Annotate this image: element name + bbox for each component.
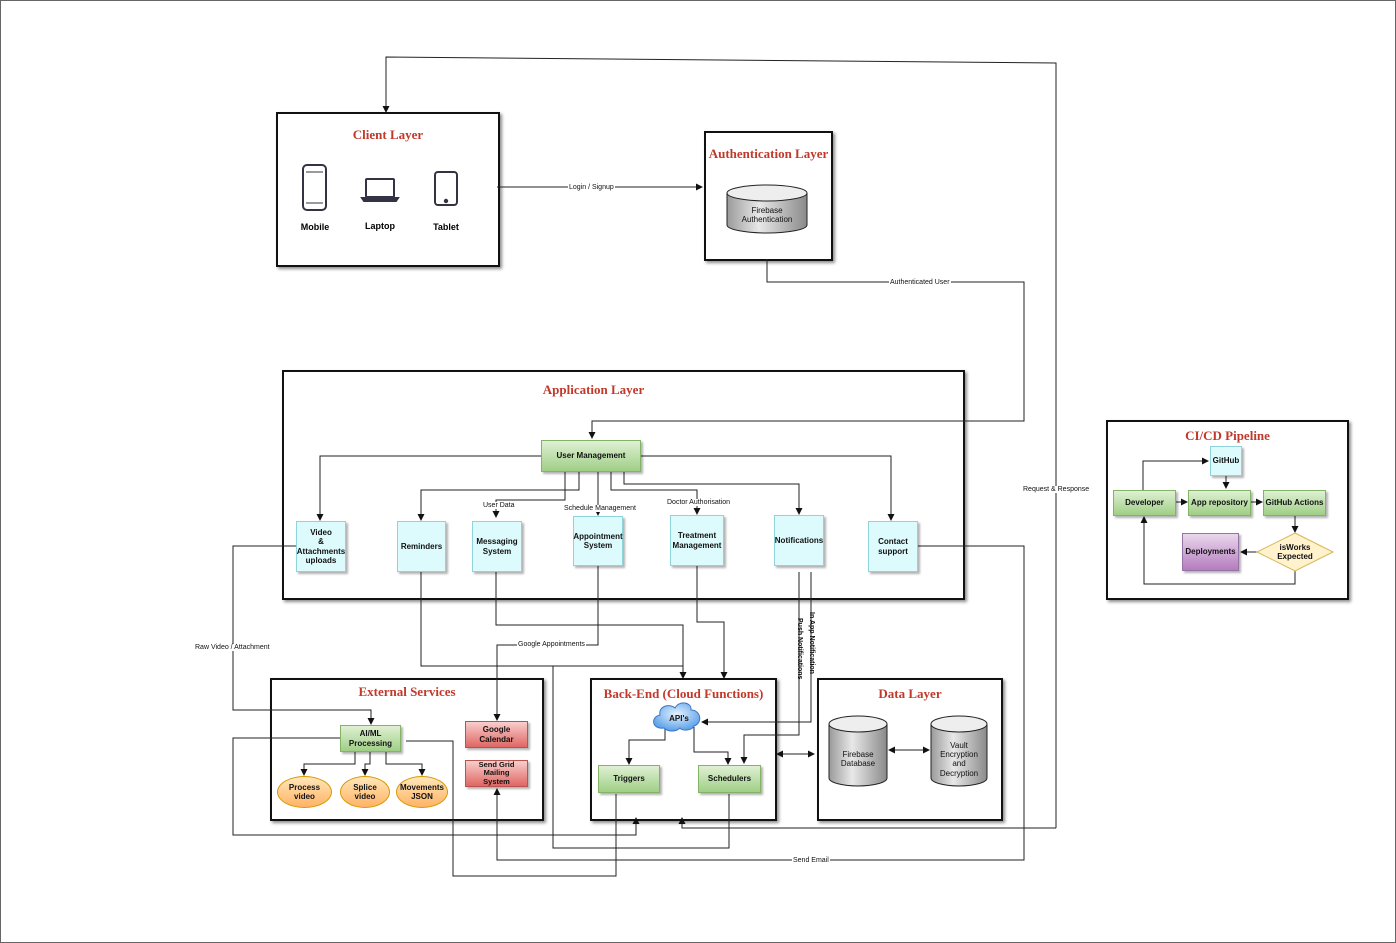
edge-ai-process [300, 752, 356, 776]
splice-video-node[interactable]: Splice video [340, 776, 390, 808]
api-cloud-icon [653, 702, 701, 732]
application-layer-title: Application Layer [542, 382, 645, 397]
edge-request-response-top [382, 56, 1057, 828]
notifications-node[interactable]: Notifications [774, 515, 824, 566]
edge-label-schedule-management: Schedule Management [563, 505, 637, 512]
messaging-system-node[interactable]: Messaging System [472, 521, 522, 572]
edge-ai-splice [361, 752, 371, 776]
device-label-tablet: Tablet [433, 222, 459, 232]
edge-schedulers-loop [552, 666, 730, 849]
movements-json-node[interactable]: Movements JSON [396, 776, 448, 808]
schedulers-node[interactable]: Schedulers [698, 765, 761, 793]
vault-cylinder [930, 715, 988, 787]
user-management-node[interactable]: User Management [541, 440, 641, 472]
edge-label-google-appointments: Google Appointments [517, 641, 586, 648]
edge-triggers-ai [406, 740, 617, 877]
edge-raw-video [232, 545, 375, 725]
firebase-auth-cylinder [726, 184, 808, 234]
device-label-mobile: Mobile [300, 222, 330, 232]
data-layer-title: Data Layer [878, 686, 942, 701]
backend-layer-title: Back-End (Cloud Functions) [603, 686, 764, 701]
edge-messaging-backend [495, 572, 684, 666]
appointment-system-node[interactable]: Appointment System [573, 516, 623, 566]
edge-um-contact [641, 455, 895, 521]
process-video-node[interactable]: Process video [277, 776, 332, 808]
triggers-node[interactable]: Triggers [598, 765, 660, 793]
edge-um-video [316, 455, 542, 521]
firebase-database-cylinder [828, 715, 888, 787]
apis-node[interactable]: API's [669, 714, 689, 724]
github-node[interactable]: GitHub [1210, 446, 1242, 476]
edge-reminders-backend [420, 572, 687, 679]
auth-layer-title: Authentication Layer [708, 146, 829, 161]
edge-in-app-notification [701, 572, 812, 726]
treatment-management-node[interactable]: Treatment Management [670, 515, 724, 566]
edge-push-notifications [740, 572, 800, 764]
backend-layer: Back-End (Cloud Functions) [590, 678, 777, 821]
deployments-node[interactable]: Deployments [1182, 533, 1239, 571]
edge-api-schedulers [693, 727, 732, 765]
edge-label-doctor-authorisation: Doctor Authorisation [666, 499, 732, 506]
edge-label-user-data: User Data [482, 502, 516, 509]
developer-node[interactable]: Developer [1113, 490, 1176, 516]
edge-ai-movements [385, 752, 426, 776]
is-works-expected-label: isWorks Expected [1277, 542, 1313, 561]
external-services-title: External Services [358, 684, 456, 699]
edge-label-login: Login / Signup [568, 184, 615, 191]
edge-authenticated-user [588, 259, 1025, 439]
vault-label: Vault Encryption and Decryption [939, 741, 979, 778]
firebase-database-label: Firebase Database [840, 750, 876, 769]
is-works-expected-diamond [1255, 532, 1335, 572]
reminders-node[interactable]: Reminders [397, 521, 446, 572]
edge-send-email [493, 545, 1025, 861]
edge-label-in-app-notification: In App Notification [808, 612, 815, 674]
edge-label-send-email: Send Email [792, 857, 830, 864]
device-label-laptop: Laptop [365, 221, 395, 231]
google-calendar-node[interactable]: Google Calendar [465, 721, 528, 748]
laptop-icon [360, 178, 400, 202]
edge-request-response-bottom [678, 817, 1056, 829]
edge-label-request-response: Request & Response [1022, 486, 1091, 493]
tablet-icon [434, 171, 458, 206]
firebase-auth-label: Firebase Authentication [741, 206, 793, 225]
edge-ai-triggers [232, 737, 640, 836]
cicd-layer-title: CI/CD Pipeline [1185, 428, 1270, 443]
edge-dev-github [1142, 457, 1209, 490]
contact-support-node[interactable]: Contact support [868, 521, 918, 572]
ai-ml-processing-node[interactable]: AI/ML Processing [340, 725, 401, 752]
mobile-icon [302, 164, 327, 211]
edge-um-notifications [623, 472, 803, 515]
edge-label-raw-video: Raw Video / Attachment [194, 644, 271, 651]
app-repository-node[interactable]: App repository [1188, 490, 1251, 516]
edge-api-triggers [625, 727, 666, 765]
edge-label-push-notifications: Push Notifications [796, 618, 803, 680]
github-actions-node[interactable]: GitHub Actions [1263, 490, 1326, 516]
client-layer-title: Client Layer [352, 127, 424, 142]
edge-treatment-backend [696, 566, 728, 679]
edge-decision-developer [1140, 516, 1296, 585]
video-attachments-node[interactable]: Video & Attachments uploads [296, 521, 346, 572]
edge-um-messaging [492, 472, 566, 518]
sendgrid-mailing-node[interactable]: Send Grid Mailing System [465, 760, 528, 787]
edge-um-reminders [417, 472, 580, 521]
application-layer: Application Layer [282, 370, 965, 600]
edge-label-authenticated-user: Authenticated User [889, 279, 951, 286]
